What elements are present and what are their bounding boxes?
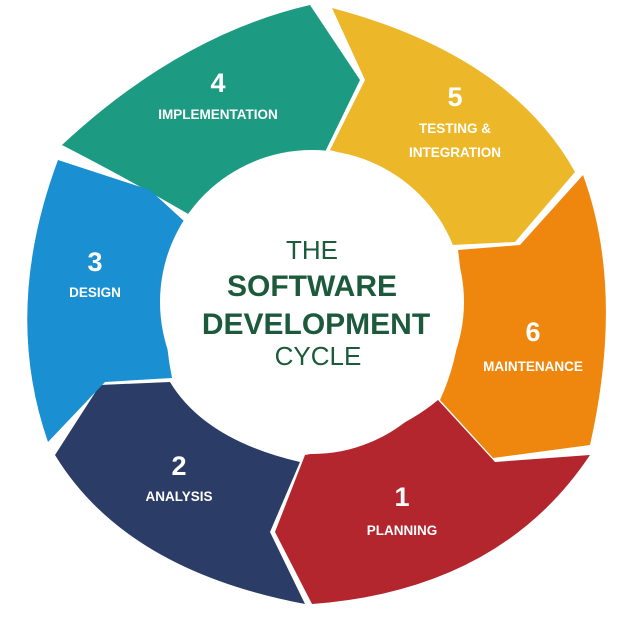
- stage-label-maintenance: MAINTENANCE: [483, 359, 583, 374]
- segment-maintenance: [440, 175, 606, 458]
- segment-implementation: [62, 5, 360, 215]
- stage-design: 3 DESIGN: [27, 160, 186, 442]
- center-circle: [160, 150, 464, 454]
- segment-testing: [330, 8, 575, 245]
- stage-number-planning: 1: [394, 482, 409, 512]
- stage-label-analysis: ANALYSIS: [145, 489, 212, 504]
- stage-maintenance: 6 MAINTENANCE: [440, 175, 606, 458]
- segment-analysis: [55, 382, 305, 604]
- stage-number-maintenance: 6: [525, 317, 540, 347]
- stage-label-testing-line2: INTEGRATION: [409, 145, 501, 160]
- center-title: THE SOFTWARE DEVELOPMENT CYCLE: [202, 235, 430, 371]
- stage-number-implementation: 4: [210, 68, 225, 98]
- segment-planning: [275, 400, 590, 604]
- stage-number-design: 3: [87, 247, 102, 277]
- stage-implementation: 4 IMPLEMENTATION: [62, 5, 360, 215]
- center-title-the: THE: [286, 235, 338, 265]
- stage-label-testing-line1: TESTING &: [419, 121, 491, 136]
- center-title-cycle: CYCLE: [275, 341, 362, 371]
- segment-design: [27, 160, 186, 442]
- stage-analysis: 2 ANALYSIS: [55, 382, 305, 604]
- stage-label-implementation: IMPLEMENTATION: [158, 107, 278, 122]
- stage-planning: 1 PLANNING: [275, 400, 590, 604]
- stage-label-planning: PLANNING: [367, 523, 438, 538]
- stage-number-testing: 5: [447, 82, 462, 112]
- stage-label-design: DESIGN: [69, 285, 121, 300]
- center-title-software: SOFTWARE: [227, 270, 397, 303]
- stage-testing: 5 TESTING & INTEGRATION: [330, 8, 575, 245]
- center-title-development: DEVELOPMENT: [202, 308, 430, 341]
- stage-number-analysis: 2: [171, 451, 186, 481]
